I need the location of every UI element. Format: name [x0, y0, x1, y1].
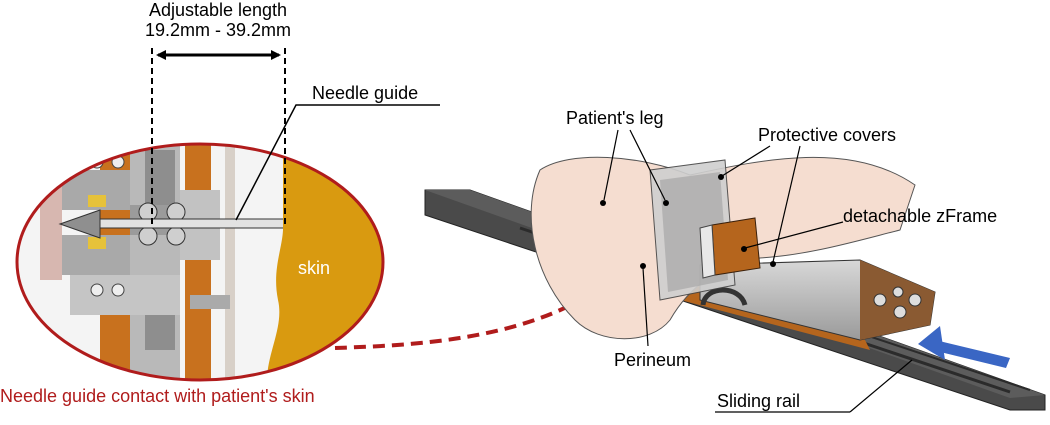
- robot-assembly: [424, 156, 1046, 411]
- needle-guide-callout: Needle guide: [235, 83, 440, 221]
- adjustable-length-dimension: Adjustable length 19.2mm - 39.2mm: [145, 0, 291, 225]
- right-callouts: Patient's leg Protective covers detachab…: [566, 108, 997, 413]
- zoom-connector-arrow: [334, 256, 637, 350]
- needle-guide-leader-line: [235, 104, 440, 221]
- adjustable-length-title: Adjustable length: [149, 0, 287, 20]
- sliding-rail-label: Sliding rail: [717, 391, 800, 411]
- adjustable-length-range: 19.2mm - 39.2mm: [145, 20, 291, 40]
- patients-leg-label: Patient's leg: [566, 108, 664, 128]
- zframe-label: detachable zFrame: [843, 206, 997, 226]
- perineum-label: Perineum: [614, 350, 691, 370]
- needle-guide-label: Needle guide: [312, 83, 418, 103]
- protective-covers-label: Protective covers: [758, 125, 896, 145]
- contact-caption: Needle guide contact with patient's skin: [0, 386, 315, 406]
- slide-direction-arrow: [918, 326, 945, 360]
- detail-circle-outline: [15, 142, 385, 382]
- magnified-detail: skin: [15, 142, 385, 382]
- skin-label: skin: [298, 258, 330, 278]
